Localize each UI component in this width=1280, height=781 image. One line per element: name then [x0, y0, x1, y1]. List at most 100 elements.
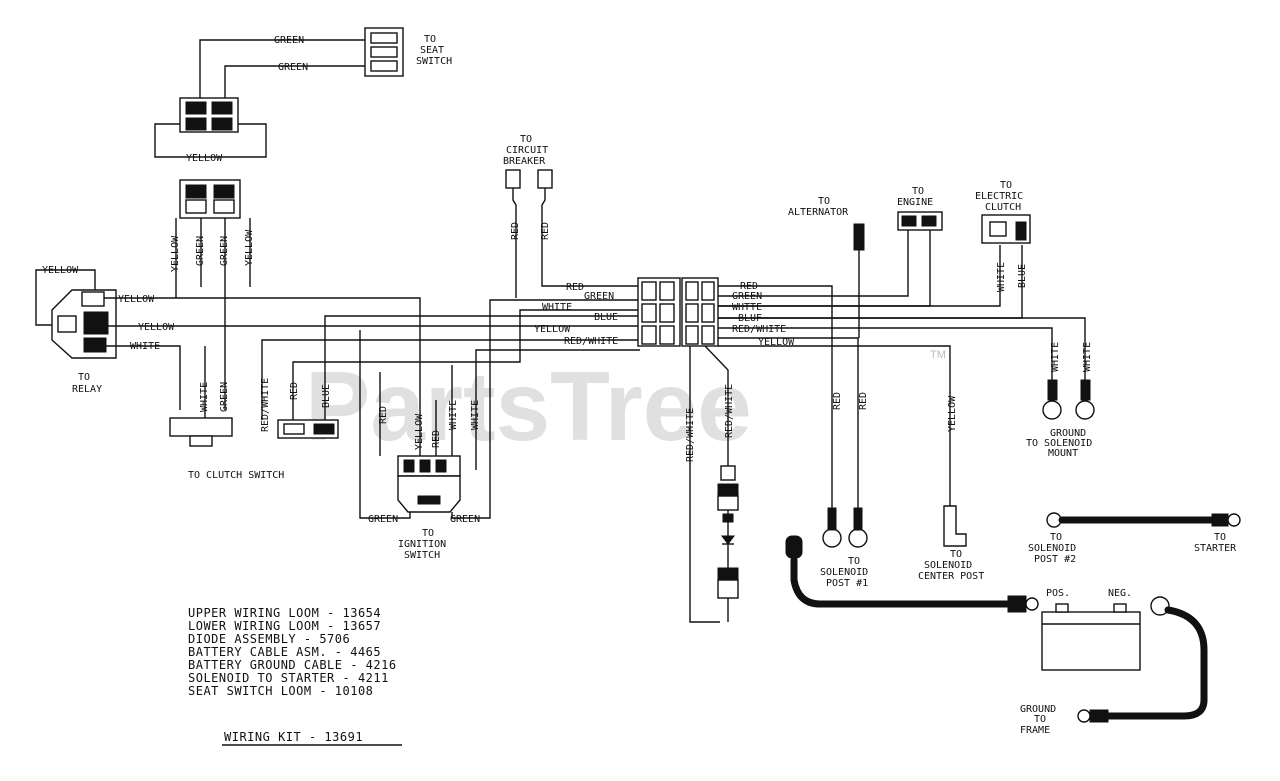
alt-red-1: RED	[832, 392, 843, 410]
red-blue-connector: RED/WHITE RED BLUE	[260, 309, 640, 439]
engine-connector: TO ENGINE	[897, 186, 943, 231]
ign-white: WHITE	[448, 400, 459, 430]
scp-yellow: YELLOW	[947, 395, 958, 432]
starter-label-2: STARTER	[1194, 543, 1237, 554]
alt-red-2: RED	[858, 392, 869, 410]
diode-redwhite-2: RED/WHITE	[724, 384, 735, 438]
scp-label-2: SOLENOID	[924, 560, 972, 571]
gsm-label-1: GROUND	[1050, 428, 1086, 439]
scp-label-1: TO	[950, 549, 962, 560]
scp-label-3: CENTER POST	[918, 571, 984, 582]
mcr-green: GREEN	[732, 291, 762, 302]
seat-loom-yellow-label: YELLOW	[186, 153, 223, 164]
mcl-red: RED	[566, 282, 584, 293]
ign-label-1: TO	[422, 528, 434, 539]
upper-wire-green-1: GREEN	[195, 236, 206, 266]
gsm-label-3: MOUNT	[1048, 448, 1078, 459]
cb-label-2: CIRCUIT	[506, 145, 548, 156]
rb-redwhite: RED/WHITE	[260, 378, 271, 432]
electric-clutch-connector: TO ELECTRIC CLUTCH WHITE BLUE	[975, 180, 1031, 292]
mcl-redwhite: RED/WHITE	[564, 336, 618, 347]
seat-switch-label-3: SWITCH	[416, 56, 452, 67]
rb-blue: BLUE	[321, 384, 332, 408]
gsm-white-1: WHITE	[1050, 342, 1061, 372]
ign-yellow: YELLOW	[414, 413, 425, 450]
sol1-label-3: POST #1	[826, 578, 868, 589]
ec-label-1: TO	[1000, 180, 1012, 191]
starter-label-1: TO	[1214, 532, 1226, 543]
gf-label-3: FRAME	[1020, 725, 1050, 736]
battery-pos: POS.	[1046, 588, 1070, 599]
sts-label-3: POST #2	[1034, 554, 1076, 565]
clutch-green: GREEN	[219, 382, 230, 412]
ignition-switch: RED YELLOW RED WHITE WHITE GREEN GREEN T…	[359, 299, 640, 561]
mcr-red: RED	[740, 281, 758, 292]
sol1-label-1: TO	[848, 556, 860, 567]
mcr-white: WHTTE	[732, 302, 762, 313]
relay-white: WHITE	[130, 341, 160, 352]
circuit-breaker-leads: TO CIRCUIT BREAKER RED RED	[503, 134, 640, 298]
cb-red-2: RED	[540, 222, 551, 240]
eng-label-1: TO	[912, 186, 924, 197]
alt-label-2: ALTERNATOR	[788, 207, 849, 218]
wiring-kit-label: WIRING KIT - 13691	[224, 730, 363, 744]
relay-label-1: TO	[78, 372, 90, 383]
upper-loom-connector: YELLOW GREEN GREEN YELLOW	[170, 179, 255, 410]
diode-assembly: RED/WHITE RED/WHITE	[685, 345, 739, 623]
upper-wire-yellow-2: YELLOW	[244, 229, 255, 266]
main-connector-right: RED GREEN WHTTE BLUF RED/WHITE YELLOW	[681, 228, 1086, 510]
eng-label-2: ENGINE	[897, 197, 933, 208]
relay: YELLOW YELLOW YELLOW WHITE TO RELAY	[35, 265, 640, 470]
ign-red: RED	[378, 406, 389, 424]
ec-white: WHITE	[996, 262, 1007, 292]
mcr-redwhite: RED/WHITE	[732, 324, 786, 335]
relay-label-2: RELAY	[72, 384, 102, 395]
rb-red: RED	[289, 382, 300, 400]
seat-switch-loom: GREEN GREEN TO SEAT SWITCH YELLOW	[154, 27, 452, 164]
parts-list-item: SEAT SWITCH LOOM - 10108	[188, 684, 373, 698]
sts-label-1: TO	[1050, 532, 1062, 543]
ign-label-2: IGNITION	[398, 539, 446, 550]
ign-green-right: GREEN	[450, 514, 480, 525]
mcr-yellow: YELLOW	[758, 337, 795, 348]
parts-list: UPPER WIRING LOOM - 13654 LOWER WIRING L…	[188, 606, 402, 746]
cb-label-3: BREAKER	[503, 156, 546, 167]
gsm-white-2: WHITE	[1082, 342, 1093, 372]
ign-white-2: WHITE	[470, 400, 481, 430]
parts-list-item: LOWER WIRING LOOM - 13657	[188, 619, 381, 633]
parts-list-item: BATTERY GROUND CABLE - 4216	[188, 658, 397, 672]
seat-wire-label-2: GREEN	[278, 62, 308, 73]
alt-label-1: TO	[818, 196, 830, 207]
parts-list-item: DIODE ASSEMBLY - 5706	[188, 632, 350, 646]
clutch-switch-connector: WHITE GREEN TO CLUTCH SWITCH	[169, 346, 284, 481]
mcl-yellow: YELLOW	[534, 324, 571, 335]
mcl-blue: BLUE	[594, 312, 618, 323]
mcr-blue: BLUF	[738, 313, 762, 324]
parts-list-item: UPPER WIRING LOOM - 13654	[188, 606, 381, 620]
battery-assembly: POS. NEG. GROUND TO FRAME	[785, 535, 1208, 736]
main-connector-left: RED GREEN WHITE BLUE YELLOW RED/WHITE	[534, 277, 681, 347]
relay-yellow-2: YELLOW	[138, 322, 175, 333]
alternator-lead: TO ALTERNATOR RED RED TO SOLENOID POST #…	[788, 196, 869, 589]
watermark-tm: TM	[930, 349, 946, 361]
ec-label-3: CLUTCH	[985, 202, 1021, 213]
ec-blue: BLUE	[1017, 264, 1028, 288]
solenoid-center-post: YELLOW TO SOLENOID CENTER POST	[918, 395, 984, 582]
battery	[1041, 611, 1141, 671]
ground-solenoid-mount: WHITE WHITE GROUND TO SOLENOID MOUNT	[1026, 342, 1095, 459]
seat-switch-label-2: SEAT	[420, 45, 444, 56]
cb-red-1: RED	[510, 222, 521, 240]
ign-red-2: RED	[431, 430, 442, 448]
seat-switch-label-1: TO	[424, 34, 436, 45]
sol1-label-2: SOLENOID	[820, 567, 868, 578]
seat-wire-label-1: GREEN	[274, 35, 304, 46]
ign-green-left: GREEN	[368, 514, 398, 525]
mcl-white: WHITE	[542, 302, 572, 313]
ign-label-3: SWITCH	[404, 550, 440, 561]
diode-redwhite-1: RED/WHITE	[685, 408, 696, 462]
upper-wire-yellow-1: YELLOW	[170, 235, 181, 272]
parts-list-item: BATTERY CABLE ASM. - 4465	[188, 645, 381, 659]
gf-label-1: GROUND	[1020, 704, 1056, 715]
